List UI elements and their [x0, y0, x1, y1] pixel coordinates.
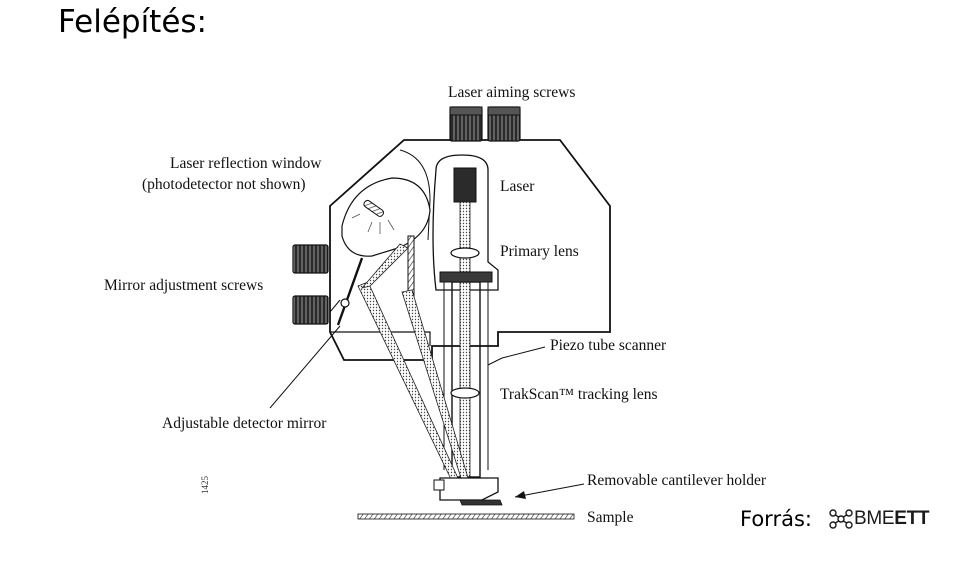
mirror-pivot: [340, 298, 350, 308]
laser-aiming-screws: [449, 106, 521, 142]
source-label: Forrás:: [740, 507, 812, 531]
cantilever-holder: [439, 477, 499, 501]
label-primary-lens: Primary lens: [500, 243, 579, 260]
label-piezo-tube-scanner: Piezo tube scanner: [550, 337, 667, 354]
sample-surface: [357, 513, 575, 520]
label-trakscan-lens: TrakScan™ tracking lens: [500, 386, 658, 403]
slide-title: Felépítés:: [58, 4, 208, 40]
label-reflection-window-1: Laser reflection window: [170, 155, 322, 172]
laser-source: [453, 167, 477, 203]
trakscan-lens: [450, 387, 480, 399]
scanner-cap: [439, 271, 493, 283]
label-reflection-window-2: (photodetector not shown): [142, 176, 306, 193]
primary-lens: [450, 247, 480, 259]
laser-beam: [459, 201, 471, 493]
bme-molecule-icon: [829, 509, 853, 529]
adjustable-mirror: [336, 257, 364, 326]
label-figure-number: 1425: [200, 476, 210, 495]
housing-inner-step: [330, 331, 431, 346]
mirror-adjustment-screws: [292, 244, 329, 325]
bme-ett-logo: BMEETT: [828, 508, 930, 530]
label-mirror-adjustment-screws: Mirror adjustment screws: [104, 277, 263, 294]
logo-text: BMEETT: [853, 508, 930, 529]
label-removable-cantilever-holder: Removable cantilever holder: [587, 472, 767, 489]
source-credit: Forrás: BMEETT: [740, 504, 930, 534]
label-adjustable-detector-mirror: Adjustable detector mirror: [162, 415, 327, 432]
cantilever-probe: [459, 499, 503, 506]
inner-divider: [399, 149, 431, 241]
label-laser: Laser: [500, 178, 535, 195]
label-sample: Sample: [587, 509, 634, 526]
label-laser-aiming-screws: Laser aiming screws: [448, 84, 575, 101]
reflected-beam-up: [360, 243, 409, 289]
